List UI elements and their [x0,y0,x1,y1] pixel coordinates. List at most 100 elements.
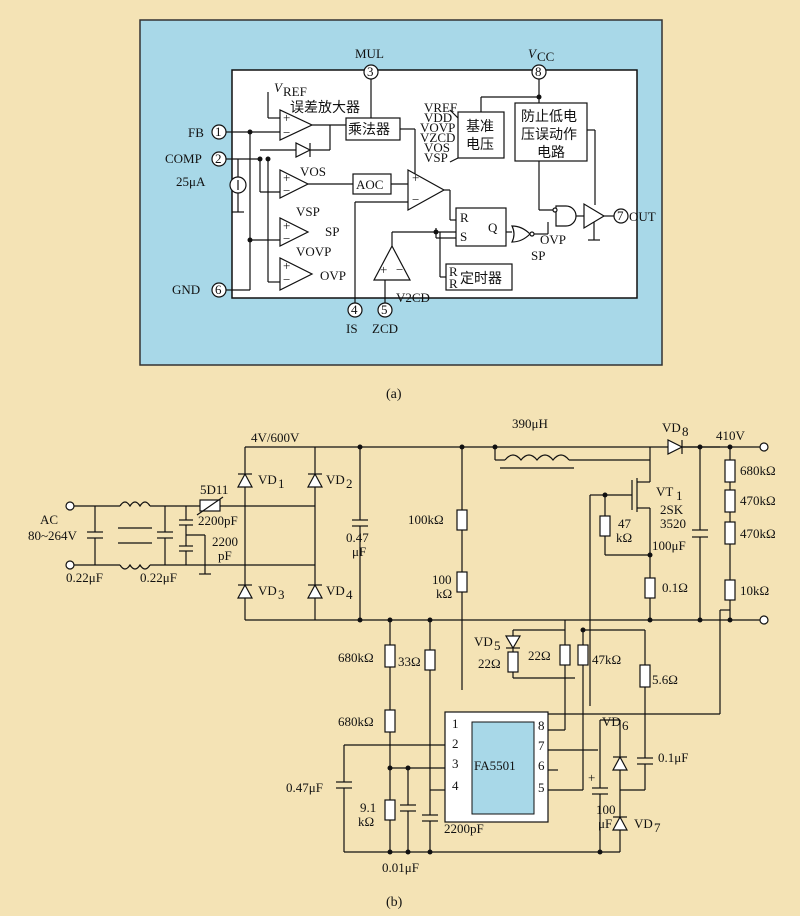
or-gate [511,225,531,243]
svg-text:7: 7 [654,820,661,835]
svg-text:−: − [396,262,403,277]
svg-text:4: 4 [452,778,459,793]
svg-text:680kΩ: 680kΩ [338,714,374,729]
vos-comparator [279,169,310,199]
svg-text:2: 2 [452,736,459,751]
svg-text:80~264V: 80~264V [28,528,78,543]
svg-text:VT: VT [656,484,673,499]
svg-text:VREF: VREF [424,100,457,115]
svg-text:6: 6 [538,758,545,773]
output-terminal-top [759,442,769,452]
svg-text:电路: 电路 [537,145,565,161]
svg-text:680kΩ: 680kΩ [740,463,776,478]
svg-text:390μH: 390μH [512,416,548,431]
svg-text:VD: VD [602,714,621,729]
svg-text:22Ω: 22Ω [528,648,551,663]
svg-text:8: 8 [535,64,542,79]
svg-text:3: 3 [452,756,459,771]
svg-text:5.6Ω: 5.6Ω [652,672,678,687]
svg-text:+: + [380,262,387,277]
svg-text:REF: REF [283,84,307,99]
svg-text:5: 5 [494,638,501,653]
svg-text:470kΩ: 470kΩ [740,493,776,508]
svg-text:IS: IS [346,321,358,336]
svg-text:0.1μF: 0.1μF [658,750,688,765]
svg-text:VD: VD [634,816,653,831]
svg-text:R: R [449,276,458,291]
svg-text:5: 5 [381,302,388,317]
svg-text:FB: FB [188,125,204,140]
svg-text:−: − [283,183,290,198]
resistor-sense [644,577,656,599]
svg-text:8: 8 [538,718,545,733]
svg-text:防止低电: 防止低电 [521,109,577,125]
svg-text:3520: 3520 [660,516,686,531]
svg-text:V: V [274,80,284,95]
resistor-470k-a [724,489,736,513]
sp-comparator [279,217,310,247]
resistor-9-1k [384,799,396,821]
ovp-comparator [279,257,314,291]
svg-text:OVP: OVP [540,232,566,247]
svg-text:0.01μF: 0.01μF [382,860,419,875]
svg-text:+: + [283,170,290,185]
ac-terminal-top [65,501,75,511]
svg-text:3: 3 [367,64,374,79]
svg-text:4: 4 [346,587,353,602]
block-diagram-a: 1 FB 2 COMP 25μA 6 GND 3 MUL 8 V CC 7 OU… [139,19,663,402]
svg-text:4V/600V: 4V/600V [251,430,300,445]
svg-text:μF: μF [598,816,612,831]
svg-text:kΩ: kΩ [436,586,452,601]
svg-text:1: 1 [278,476,285,491]
svg-text:2: 2 [215,151,222,166]
svg-text:COMP: COMP [165,151,202,166]
uvlo-block: 防止低电 压误动作 电路 [514,102,588,162]
svg-text:+: + [283,258,290,273]
svg-text:定时器: 定时器 [460,271,502,287]
and-gate [555,205,577,227]
ic-fa5501: FA5501 1 2 3 4 8 7 6 5 [444,711,549,823]
svg-text:VOS: VOS [424,140,450,155]
resistor-470k-b [724,521,736,545]
svg-text:0.47: 0.47 [346,530,369,545]
svg-text:5D11: 5D11 [200,482,228,497]
svg-text:2200: 2200 [212,534,238,549]
svg-text:−: − [283,231,290,246]
resistor-680k-b [384,644,396,668]
resistor-47k [577,644,589,666]
svg-text:kΩ: kΩ [616,530,632,545]
resistor-22-b [559,644,571,666]
svg-text:ZCD: ZCD [372,321,398,336]
svg-text:2200pF: 2200pF [444,821,484,836]
svg-text:−: − [412,192,419,207]
svg-text:电压: 电压 [466,137,494,153]
svg-text:10kΩ: 10kΩ [740,583,769,598]
svg-text:9.1: 9.1 [360,800,376,815]
svg-text:4: 4 [351,302,358,317]
caption-b: (b) [386,895,403,910]
resistor-47k-gate [599,515,611,537]
svg-text:OUT: OUT [629,209,656,224]
svg-text:8: 8 [682,424,689,439]
svg-text:−: − [283,125,290,140]
svg-text:VSP: VSP [296,204,320,219]
pin-fb: 1 FB [188,124,232,140]
svg-text:μF: μF [352,544,366,559]
resistor-100k-2 [456,571,468,593]
svg-text:0.1Ω: 0.1Ω [662,580,688,595]
svg-text:VOVP: VOVP [420,120,455,135]
svg-text:AC: AC [40,512,58,527]
output-terminal-bottom [759,615,769,625]
svg-text:VD: VD [258,472,277,487]
pin-comp: 2 COMP [165,151,232,167]
svg-text:VD: VD [474,634,493,649]
svg-text:GND: GND [172,282,200,297]
svg-text:100: 100 [432,572,452,587]
svg-text:22Ω: 22Ω [478,656,501,671]
